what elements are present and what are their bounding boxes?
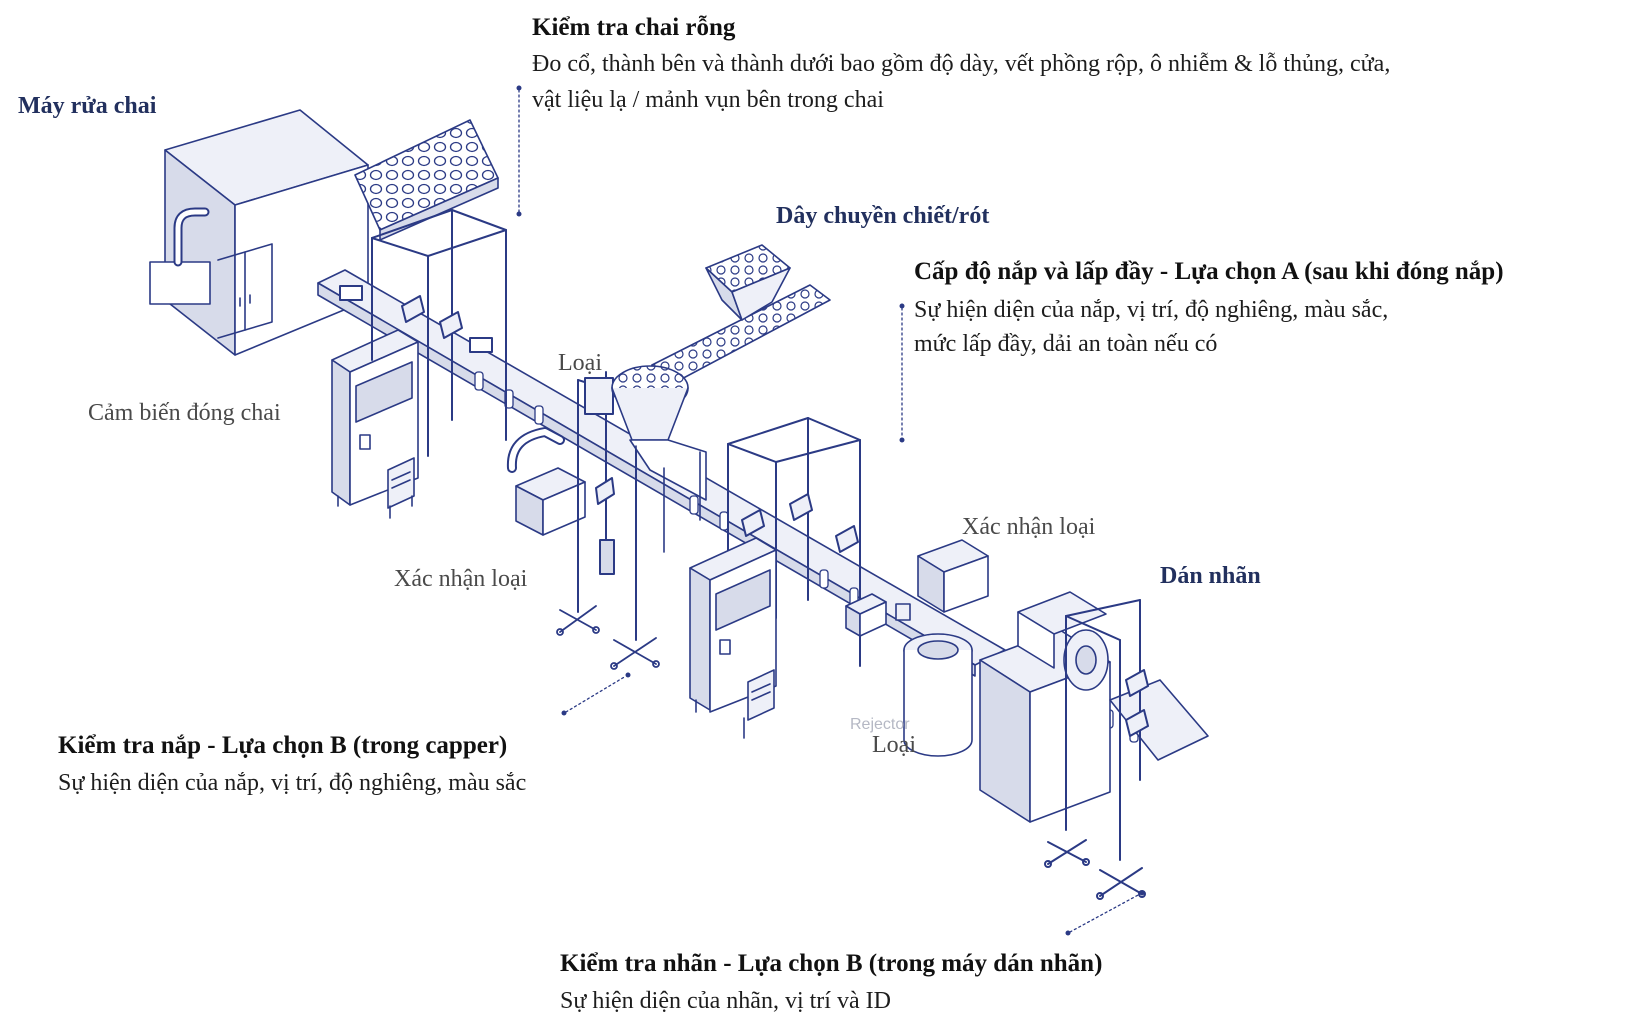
callout-empty-bottle-desc-2: vật liệu lạ / mảnh vụn bên trong chai — [532, 87, 884, 113]
callout-label-b-desc: Sự hiện diện của nhãn, vị trí và ID — [560, 988, 891, 1014]
section-filling: Dây chuyền chiết/rót — [776, 203, 990, 229]
reject-unit-1 — [506, 427, 586, 536]
cap-feeder — [611, 244, 831, 553]
section-labeling: Dán nhãn — [1160, 563, 1261, 589]
callout-leaders — [518, 89, 1141, 933]
leader-dots — [516, 85, 1145, 936]
frame-2-feet — [556, 605, 660, 670]
callout-cap-b-title: Kiểm tra nắp - Lựa chọn B (trong capper) — [58, 732, 508, 759]
labeling-machine — [903, 591, 1209, 823]
rejector-stamp: Rejector — [850, 716, 910, 733]
inspection-frame-1 — [339, 209, 507, 457]
reject-unit-2 — [845, 593, 887, 637]
bottle-washer-machine — [149, 109, 369, 356]
callout-label-b-title: Kiểm tra nhãn - Lựa chọn B (trong máy dá… — [560, 950, 1103, 977]
control-cabinet-2 — [689, 537, 777, 739]
inspection-frame-2 — [577, 371, 637, 641]
section-washer: Máy rửa chai — [18, 93, 157, 119]
label-reject-2: Loại — [872, 732, 916, 758]
inspection-frame-3 — [727, 417, 861, 667]
callout-empty-bottle-desc-1: Đo cổ, thành bên và thành dưới bao gồm đ… — [532, 51, 1391, 77]
control-cabinet-1 — [331, 329, 419, 519]
bottle-tray — [354, 119, 499, 241]
callout-cap-fill-a-desc-1: Sự hiện diện của nắp, vị trí, độ nghiêng… — [914, 297, 1389, 323]
label-confirm-reject-2: Xác nhận loại — [962, 514, 1096, 540]
inspection-frame-5 — [1044, 599, 1149, 900]
callout-empty-bottle-title: Kiểm tra chai rỗng — [532, 14, 736, 41]
label-confirm-reject-1: Xác nhận loại — [394, 566, 528, 592]
callout-cap-fill-a-desc-2: mức lấp đầy, dải an toàn nếu có — [914, 331, 1218, 357]
callout-cap-b-desc: Sự hiện diện của nắp, vị trí, độ nghiêng… — [58, 770, 527, 796]
label-bottle-sensor: Cảm biến đóng chai — [88, 400, 281, 426]
callout-cap-fill-a-title: Cấp độ nắp và lấp đầy - Lựa chọn A (sau … — [914, 258, 1504, 285]
label-reject-1: Loại — [558, 350, 602, 376]
inspection-frame-4 — [895, 539, 989, 621]
